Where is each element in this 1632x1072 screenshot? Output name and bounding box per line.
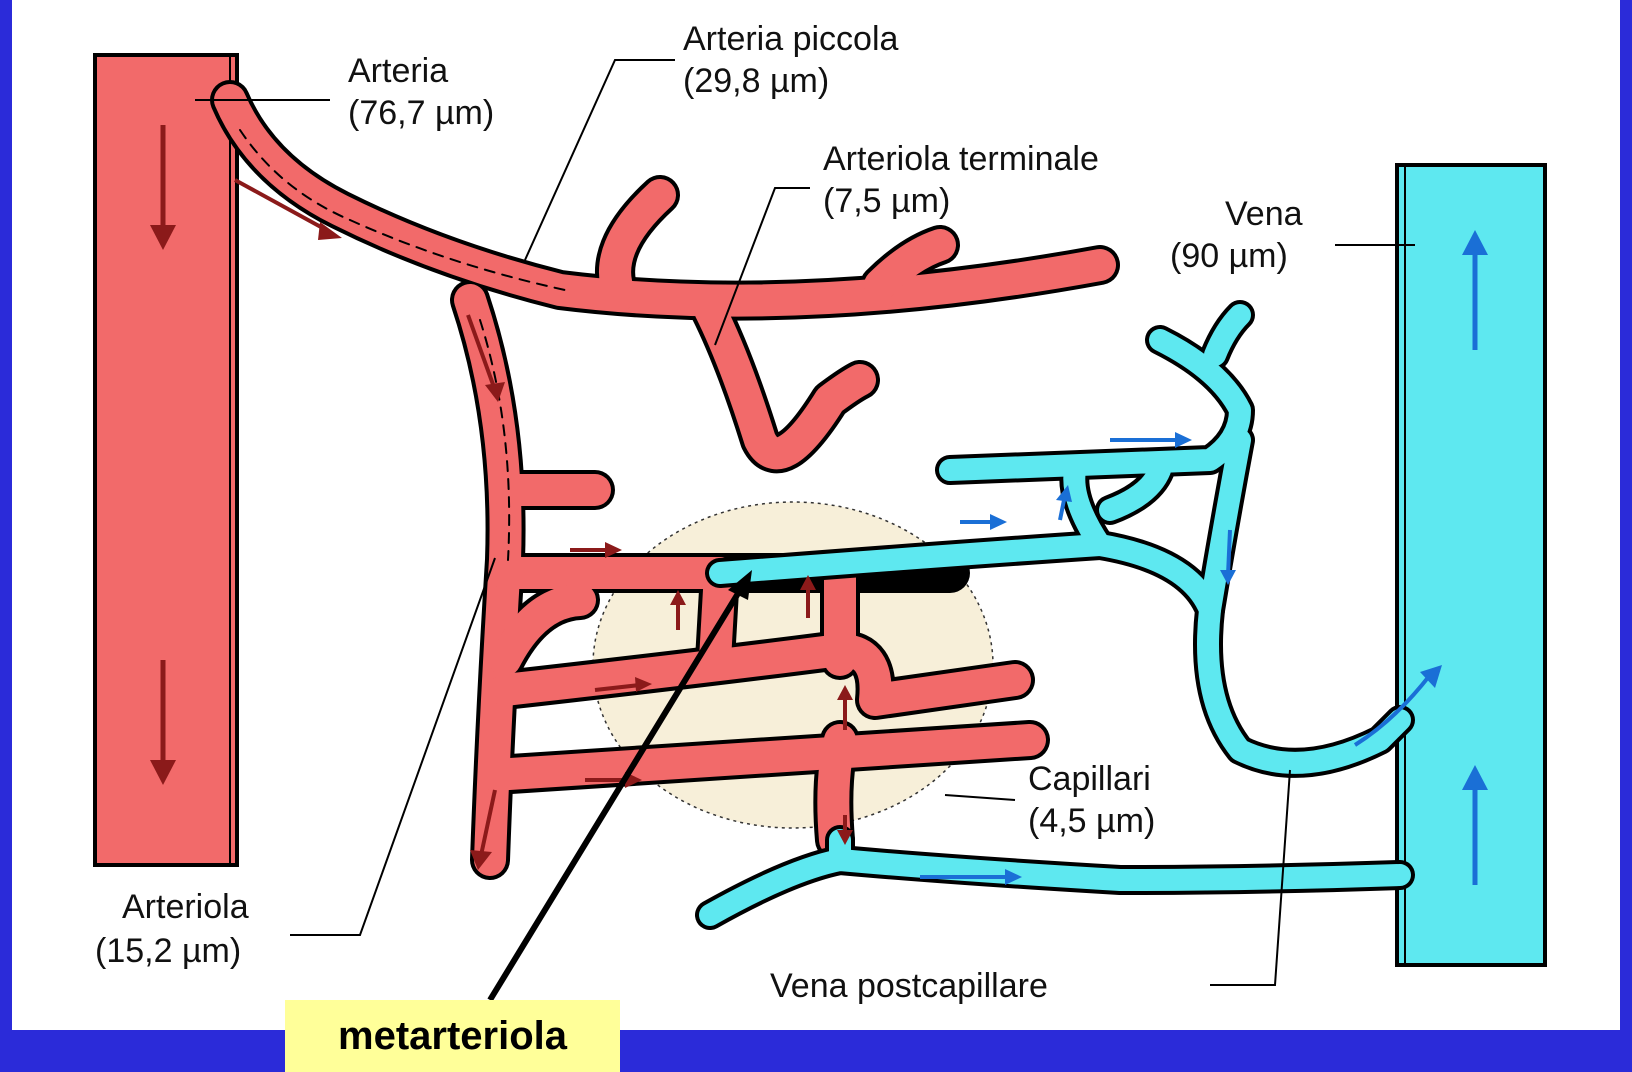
label-arteriola-terminale: Arteriola terminale [823,140,1099,178]
label-capillari: Capillari [1028,760,1151,798]
label-arteria-piccola-size: (29,8 µm) [683,62,829,100]
vena-vessel [1397,165,1545,965]
label-vena: Vena [1225,195,1303,233]
label-arteriola: Arteriola [122,888,249,926]
label-capillari-size: (4,5 µm) [1028,802,1155,840]
arteria-vessel [95,55,237,865]
label-vena-size: (90 µm) [1170,237,1288,275]
label-arteria-size: (76,7 µm) [348,94,494,132]
label-vena-postcapillare: Vena postcapillare [770,967,1048,1005]
label-arteriola-terminale-size: (7,5 µm) [823,182,950,220]
label-arteriola-size: (15,2 µm) [95,932,241,970]
metarteriola-callout: metarteriola [285,1000,620,1072]
label-arteria: Arteria [348,52,448,90]
label-arteria-piccola: Arteria piccola [683,20,899,58]
